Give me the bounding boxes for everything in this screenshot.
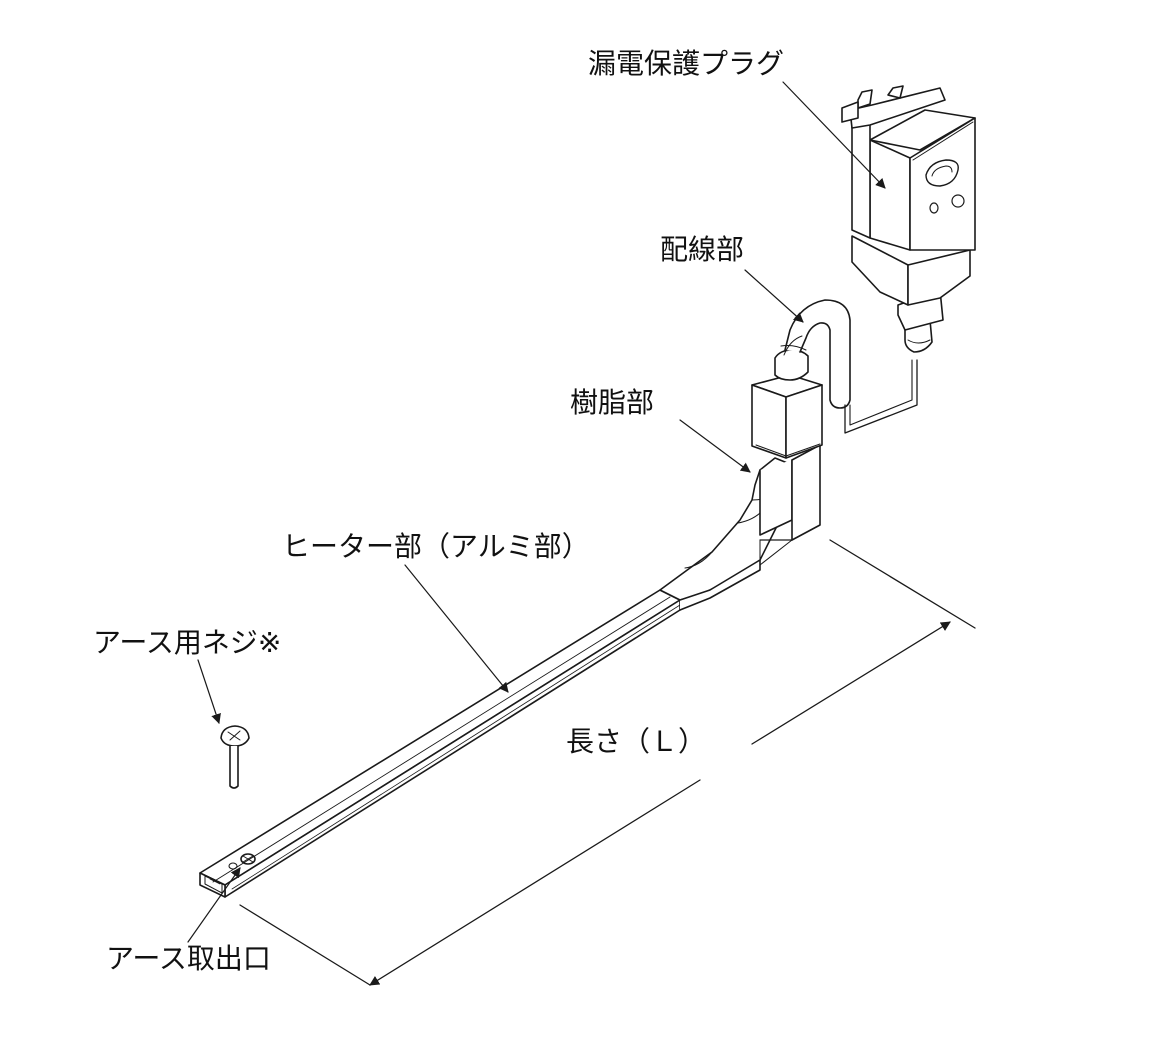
leakage-plug-label: 漏電保護プラグ <box>588 47 785 80</box>
resin-label: 樹脂部 <box>570 386 655 419</box>
leakage-protection-plug <box>841 85 976 353</box>
earth-screw <box>220 725 250 789</box>
earth-screw-label: アース用ネジ※ <box>93 626 282 659</box>
length-label: 長さ（Ｌ） <box>566 725 707 758</box>
resin-block <box>751 374 823 459</box>
resin-body <box>759 444 821 541</box>
wiring-cable <box>774 299 918 434</box>
heater-label: ヒーター部（アルミ部） <box>282 530 590 563</box>
leader-lines <box>187 81 886 943</box>
earth-outlet-label: アース取出口 <box>106 942 271 975</box>
length-dimension <box>239 539 976 986</box>
wiring-label: 配線部 <box>660 233 745 266</box>
